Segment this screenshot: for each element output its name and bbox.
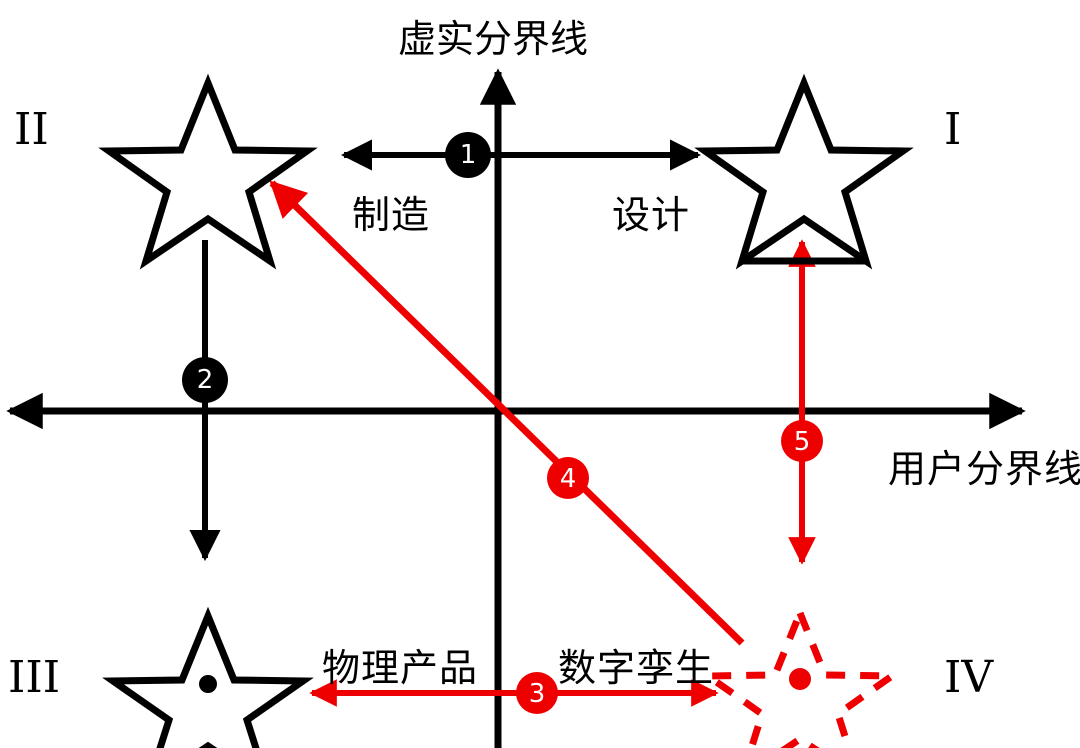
marker-circle-1[interactable] xyxy=(445,132,491,178)
quadrant-ii-star xyxy=(98,73,318,270)
marker-circle-5[interactable] xyxy=(781,420,823,462)
quadrant-iv-star xyxy=(697,603,903,748)
quadrant-label-i: I xyxy=(944,104,962,155)
quadrant-label-iv: IV xyxy=(944,652,994,703)
marker-circle-2[interactable] xyxy=(182,357,228,403)
horizontal-axis-label: 用户分界线 xyxy=(888,447,1080,491)
quadrant-iv-star-dot xyxy=(789,668,811,690)
annotation-bottom-left: 物理产品 xyxy=(322,646,479,690)
quadrant-i-star xyxy=(694,73,914,270)
marker-circle-3[interactable] xyxy=(516,672,558,714)
quadrant-label-iii: III xyxy=(8,652,61,703)
quadrant-label-ii: II xyxy=(14,104,49,155)
annotation-top-left: 制造 xyxy=(352,193,431,237)
arrow-marker-4 xyxy=(269,180,745,646)
quadrant-iii-star-dot xyxy=(199,675,217,693)
annotation-bottom-right: 数字孪生 xyxy=(558,646,715,690)
marker-circle-4[interactable] xyxy=(547,457,589,499)
annotation-top-right: 设计 xyxy=(612,193,691,237)
quadrant-iii-star xyxy=(102,606,314,748)
vertical-axis-label: 虚实分界线 xyxy=(398,17,589,61)
